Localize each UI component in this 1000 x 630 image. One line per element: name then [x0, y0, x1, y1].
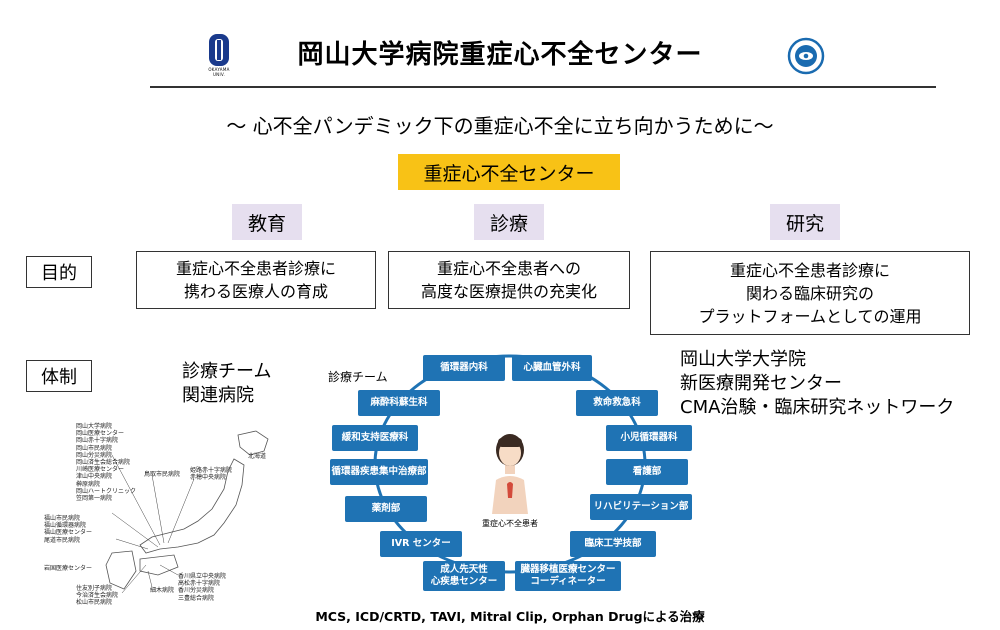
education-system-line: 診療チーム — [182, 361, 272, 382]
logo-caption: OKAYAMA UNIV. — [208, 67, 230, 77]
heading-education: 教育 — [232, 204, 302, 240]
map-hospital: 岡山ハートクリニック — [76, 487, 137, 495]
team-cardiac-icu: 循環器疾患集中治療部 — [330, 459, 428, 485]
purpose-line: 携わる医療人の育成 — [183, 282, 328, 301]
map-hospital: 笠岡第一病院 — [76, 495, 113, 503]
map-hospital: 住友別子病院 — [76, 585, 113, 592]
row-label-purpose: 目的 — [26, 256, 92, 288]
center-badge: 重症心不全センター — [398, 154, 620, 190]
map-hospital: 津山中央病院 — [76, 473, 113, 481]
patient-icon — [492, 434, 528, 514]
team-anesthesiology: 麻酔科蘇生科 — [358, 390, 440, 416]
team-palliative: 緩和支持医療科 — [332, 425, 418, 451]
map-hospital: 姫路赤十字病院 — [190, 467, 233, 474]
purpose-line: 高度な医療提供の充実化 — [420, 282, 597, 301]
map-hospital: 福山医療センター — [44, 529, 93, 537]
map-group-iwakuni: 岩国医療センター — [44, 565, 92, 572]
purpose-line: 重症心不全患者診療に — [729, 260, 890, 280]
map-hospital: 松山市民病院 — [76, 599, 113, 607]
page-subtitle: ～ 心不全パンデミック下の重症心不全に立ち向かうために～ — [226, 114, 774, 138]
map-hospital: 細木病院 — [150, 587, 175, 594]
map-hospital: 岡山医療センター — [76, 430, 125, 438]
team-pediatric-cardiology: 小児循環器科 — [606, 425, 692, 451]
map-hospital: 高松赤十字病院 — [178, 580, 221, 588]
map-hospital: 三豊総合病院 — [178, 594, 215, 602]
map-group-hyogo: 姫路赤十字病院 赤穂中央病院 — [190, 467, 232, 481]
japan-map-icon — [105, 430, 269, 594]
team-pharmacy: 薬剤部 — [345, 496, 427, 522]
purpose-education: 重症心不全患者診療に 携わる医療人の育成 — [136, 251, 376, 309]
map-hospital: 福山循環器病院 — [44, 522, 87, 530]
purpose-clinical: 重症心不全患者への 高度な医療提供の充実化 — [388, 251, 630, 309]
map-group-okayama: 岡山大学病院 岡山医療センター 岡山赤十字病院 岡山市民病院 岡山労災病院 岡山… — [76, 423, 136, 502]
map-hospital: 尾道市民病院 — [44, 536, 81, 544]
university-emblem-icon — [209, 34, 229, 66]
patient-label: 重症心不全患者 — [482, 519, 538, 528]
heading-research: 研究 — [770, 204, 840, 240]
map-group-kagawa: 香川県立中央病院 高松赤十字病院 香川労災病院 三豊総合病院 — [178, 573, 226, 602]
map-hospital: 香川県立中央病院 — [178, 573, 227, 580]
purpose-line: 重症心不全患者診療に — [175, 259, 336, 278]
treatment-footer: MCS, ICD/CRTD, TAVI, Mitral Clip, Orphan… — [315, 609, 705, 624]
map-hospital: 岩国医療センター — [44, 565, 93, 572]
map-group-tottori: 鳥取市民病院 — [144, 471, 180, 478]
team-cardiovascular-surgery: 心臓血管外科 — [512, 355, 592, 381]
team-congenital-line: 成人先天性 — [440, 564, 488, 575]
research-system: 岡山大学大学院 新医療開発センター CMA治験・臨床研究ネットワーク — [680, 348, 954, 420]
map-hospital: 岡山労災病院 — [76, 451, 113, 459]
map-hospital: 鳥取市民病院 — [144, 471, 181, 478]
patient-figure: 重症心不全患者 — [482, 428, 538, 528]
education-system-line: 関連病院 — [182, 385, 254, 406]
map-hospital: 香川労災病院 — [178, 587, 215, 595]
team-emergency: 救命救急科 — [576, 390, 658, 416]
team-transplant-coordinator: 臓器移植医療センター コーディネーター — [515, 561, 621, 591]
hospital-emblem-icon — [787, 37, 825, 75]
row-label-system: 体制 — [26, 360, 92, 392]
team-transplant-line: 臓器移植医療センター — [520, 564, 616, 575]
purpose-line: プラットフォームとしての運用 — [698, 306, 922, 326]
team-rehabilitation: リハビリテーション部 — [590, 494, 692, 520]
hospital-network-map: 岡山大学病院 岡山医療センター 岡山赤十字病院 岡山市民病院 岡山労災病院 岡山… — [28, 423, 290, 610]
map-hospital: 川崎医療センター — [76, 466, 125, 474]
team-clinical-engineering: 臨床工学技部 — [570, 531, 656, 557]
team-transplant-line: コーディネーター — [530, 576, 606, 587]
map-hospital: 赤穂中央病院 — [190, 474, 227, 482]
map-hospital: 岡山赤十字病院 — [76, 437, 119, 445]
team-cardiology: 循環器内科 — [423, 355, 505, 381]
map-group-hiroshima: 福山市民病院 福山循環器病院 福山医療センター 尾道市民病院 — [44, 515, 92, 544]
page-title: 岡山大学病院重症心不全センター — [297, 40, 703, 70]
purpose-research: 重症心不全患者診療に 関わる臨床研究の プラットフォームとしての運用 — [650, 251, 970, 335]
research-system-line: 岡山大学大学院 — [680, 349, 806, 370]
map-hospital: 榊原病院 — [76, 480, 101, 488]
team-ivr: IVR センター — [380, 531, 462, 557]
team-nursing: 看護部 — [606, 459, 688, 485]
research-system-line: CMA治験・臨床研究ネットワーク — [680, 397, 955, 418]
map-group-tsuna: 細木病院 — [150, 587, 174, 594]
education-system: 診療チーム 関連病院 — [182, 360, 271, 408]
care-team-label: 診療チーム — [328, 370, 388, 384]
research-system-line: 新医療開発センター — [680, 373, 842, 394]
team-congenital-line: 心疾患センター — [430, 576, 498, 587]
map-hospital: 岡山済生会総合病院 — [76, 459, 131, 467]
team-congenital-heart: 成人先天性 心疾患センター — [423, 561, 505, 591]
purpose-line: 関わる臨床研究の — [745, 283, 874, 303]
purpose-line: 重症心不全患者への — [436, 259, 581, 278]
hospital-logo — [786, 36, 826, 76]
header-divider — [150, 86, 936, 88]
map-hospital: 今治済生会病院 — [76, 592, 119, 600]
map-hospital: 福山市民病院 — [44, 515, 81, 522]
map-hospital: 岡山大学病院 — [76, 423, 113, 430]
map-hospital: 岡山市民病院 — [76, 444, 113, 452]
heading-clinical: 診療 — [474, 204, 544, 240]
okayama-univ-logo: OKAYAMA UNIV. — [205, 32, 233, 78]
map-label-hokkaido: 北海道 — [248, 453, 267, 460]
map-group-ehime: 住友別子病院 今治済生会病院 松山市民病院 — [76, 585, 118, 607]
